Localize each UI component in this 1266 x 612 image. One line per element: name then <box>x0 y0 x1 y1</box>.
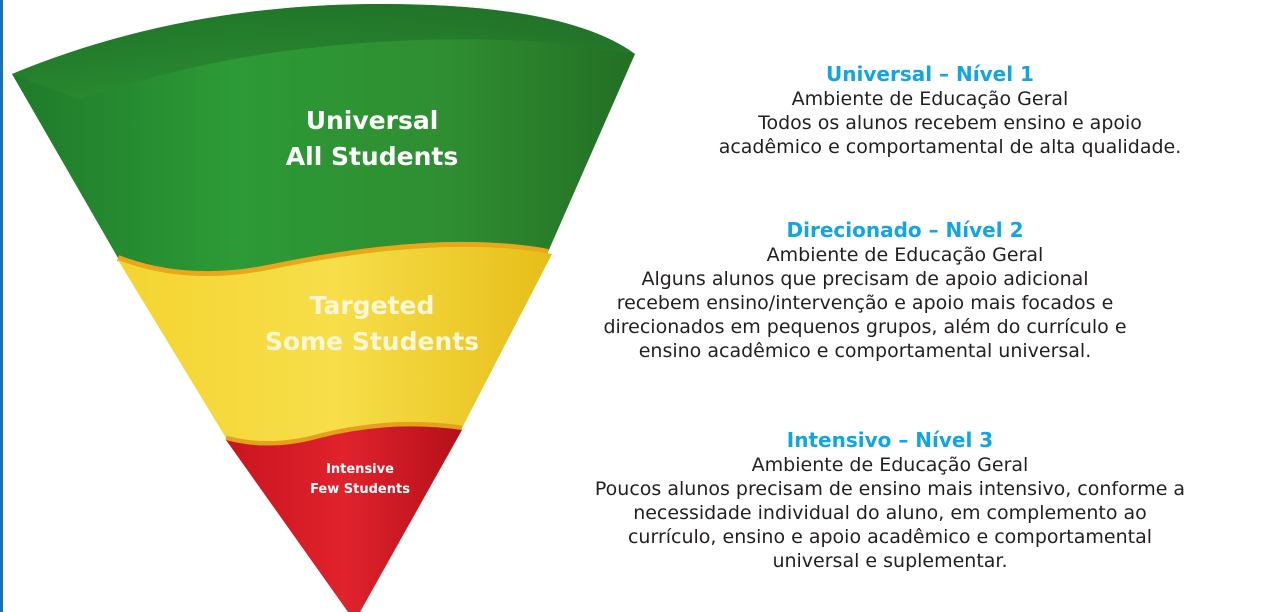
funnel-label-targeted: Targeted Some Students <box>242 288 502 360</box>
tier-2-line: Ambiente de Educação Geral <box>766 244 1044 266</box>
tier-2-line: ensino acadêmico e comportamental univer… <box>638 340 1092 362</box>
funnel-diagram <box>12 3 635 612</box>
tier-1-line: Ambiente de Educação Geral <box>791 88 1069 110</box>
tier-3-line: necessidade individual do aluno, em comp… <box>633 502 1147 524</box>
tier-1-line: acadêmico e comportamental de alta quali… <box>718 136 1182 158</box>
tier-3-line: Ambiente de Educação Geral <box>751 454 1029 476</box>
tier-2-line: recebem ensino/intervenção e apoio mais … <box>616 292 1114 314</box>
tier-1-line: Todos os alunos recebem ensino e apoio <box>758 112 1142 134</box>
funnel-label-intensive: Intensive Few Students <box>300 460 420 500</box>
tier-2-line: direcionados em pequenos grupos, além do… <box>603 316 1127 338</box>
tier-2-description: Direcionado – Nível 2 Ambiente de Educaç… <box>545 218 1185 363</box>
left-border <box>0 0 3 612</box>
funnel-intensive-line2: Few Students <box>310 482 410 497</box>
funnel-targeted-line2: Some Students <box>264 327 480 356</box>
funnel-targeted-line1: Targeted <box>309 291 435 320</box>
funnel-segment-universal-top <box>12 3 635 100</box>
tier-2-line: Alguns alunos que precisam de apoio adic… <box>641 268 1089 290</box>
funnel-label-universal: Universal All Students <box>262 103 482 175</box>
tier-1-description: Universal – Nível 1 Ambiente de Educação… <box>630 62 1230 159</box>
funnel-intensive-line1: Intensive <box>326 462 394 477</box>
tier-3-heading: Intensivo – Nível 3 <box>786 428 994 452</box>
tier-3-line: Poucos alunos precisam de ensino mais in… <box>594 478 1186 500</box>
tier-1-heading: Universal – Nível 1 <box>826 62 1034 86</box>
funnel-universal-line2: All Students <box>285 142 459 171</box>
funnel-segment-targeted <box>118 246 552 444</box>
tier-3-line: universal e suplementar. <box>772 550 1008 572</box>
tier-3-description: Intensivo – Nível 3 Ambiente de Educação… <box>515 428 1265 573</box>
tier-2-heading: Direcionado – Nível 2 <box>786 218 1024 242</box>
funnel-segment-intensive <box>226 426 462 612</box>
funnel-segment-targeted-edge <box>225 421 463 446</box>
funnel-universal-line1: Universal <box>305 106 439 135</box>
tier-3-line: currículo, ensino e apoio acadêmico e co… <box>627 526 1153 548</box>
funnel-segment-universal-edge <box>116 241 549 278</box>
